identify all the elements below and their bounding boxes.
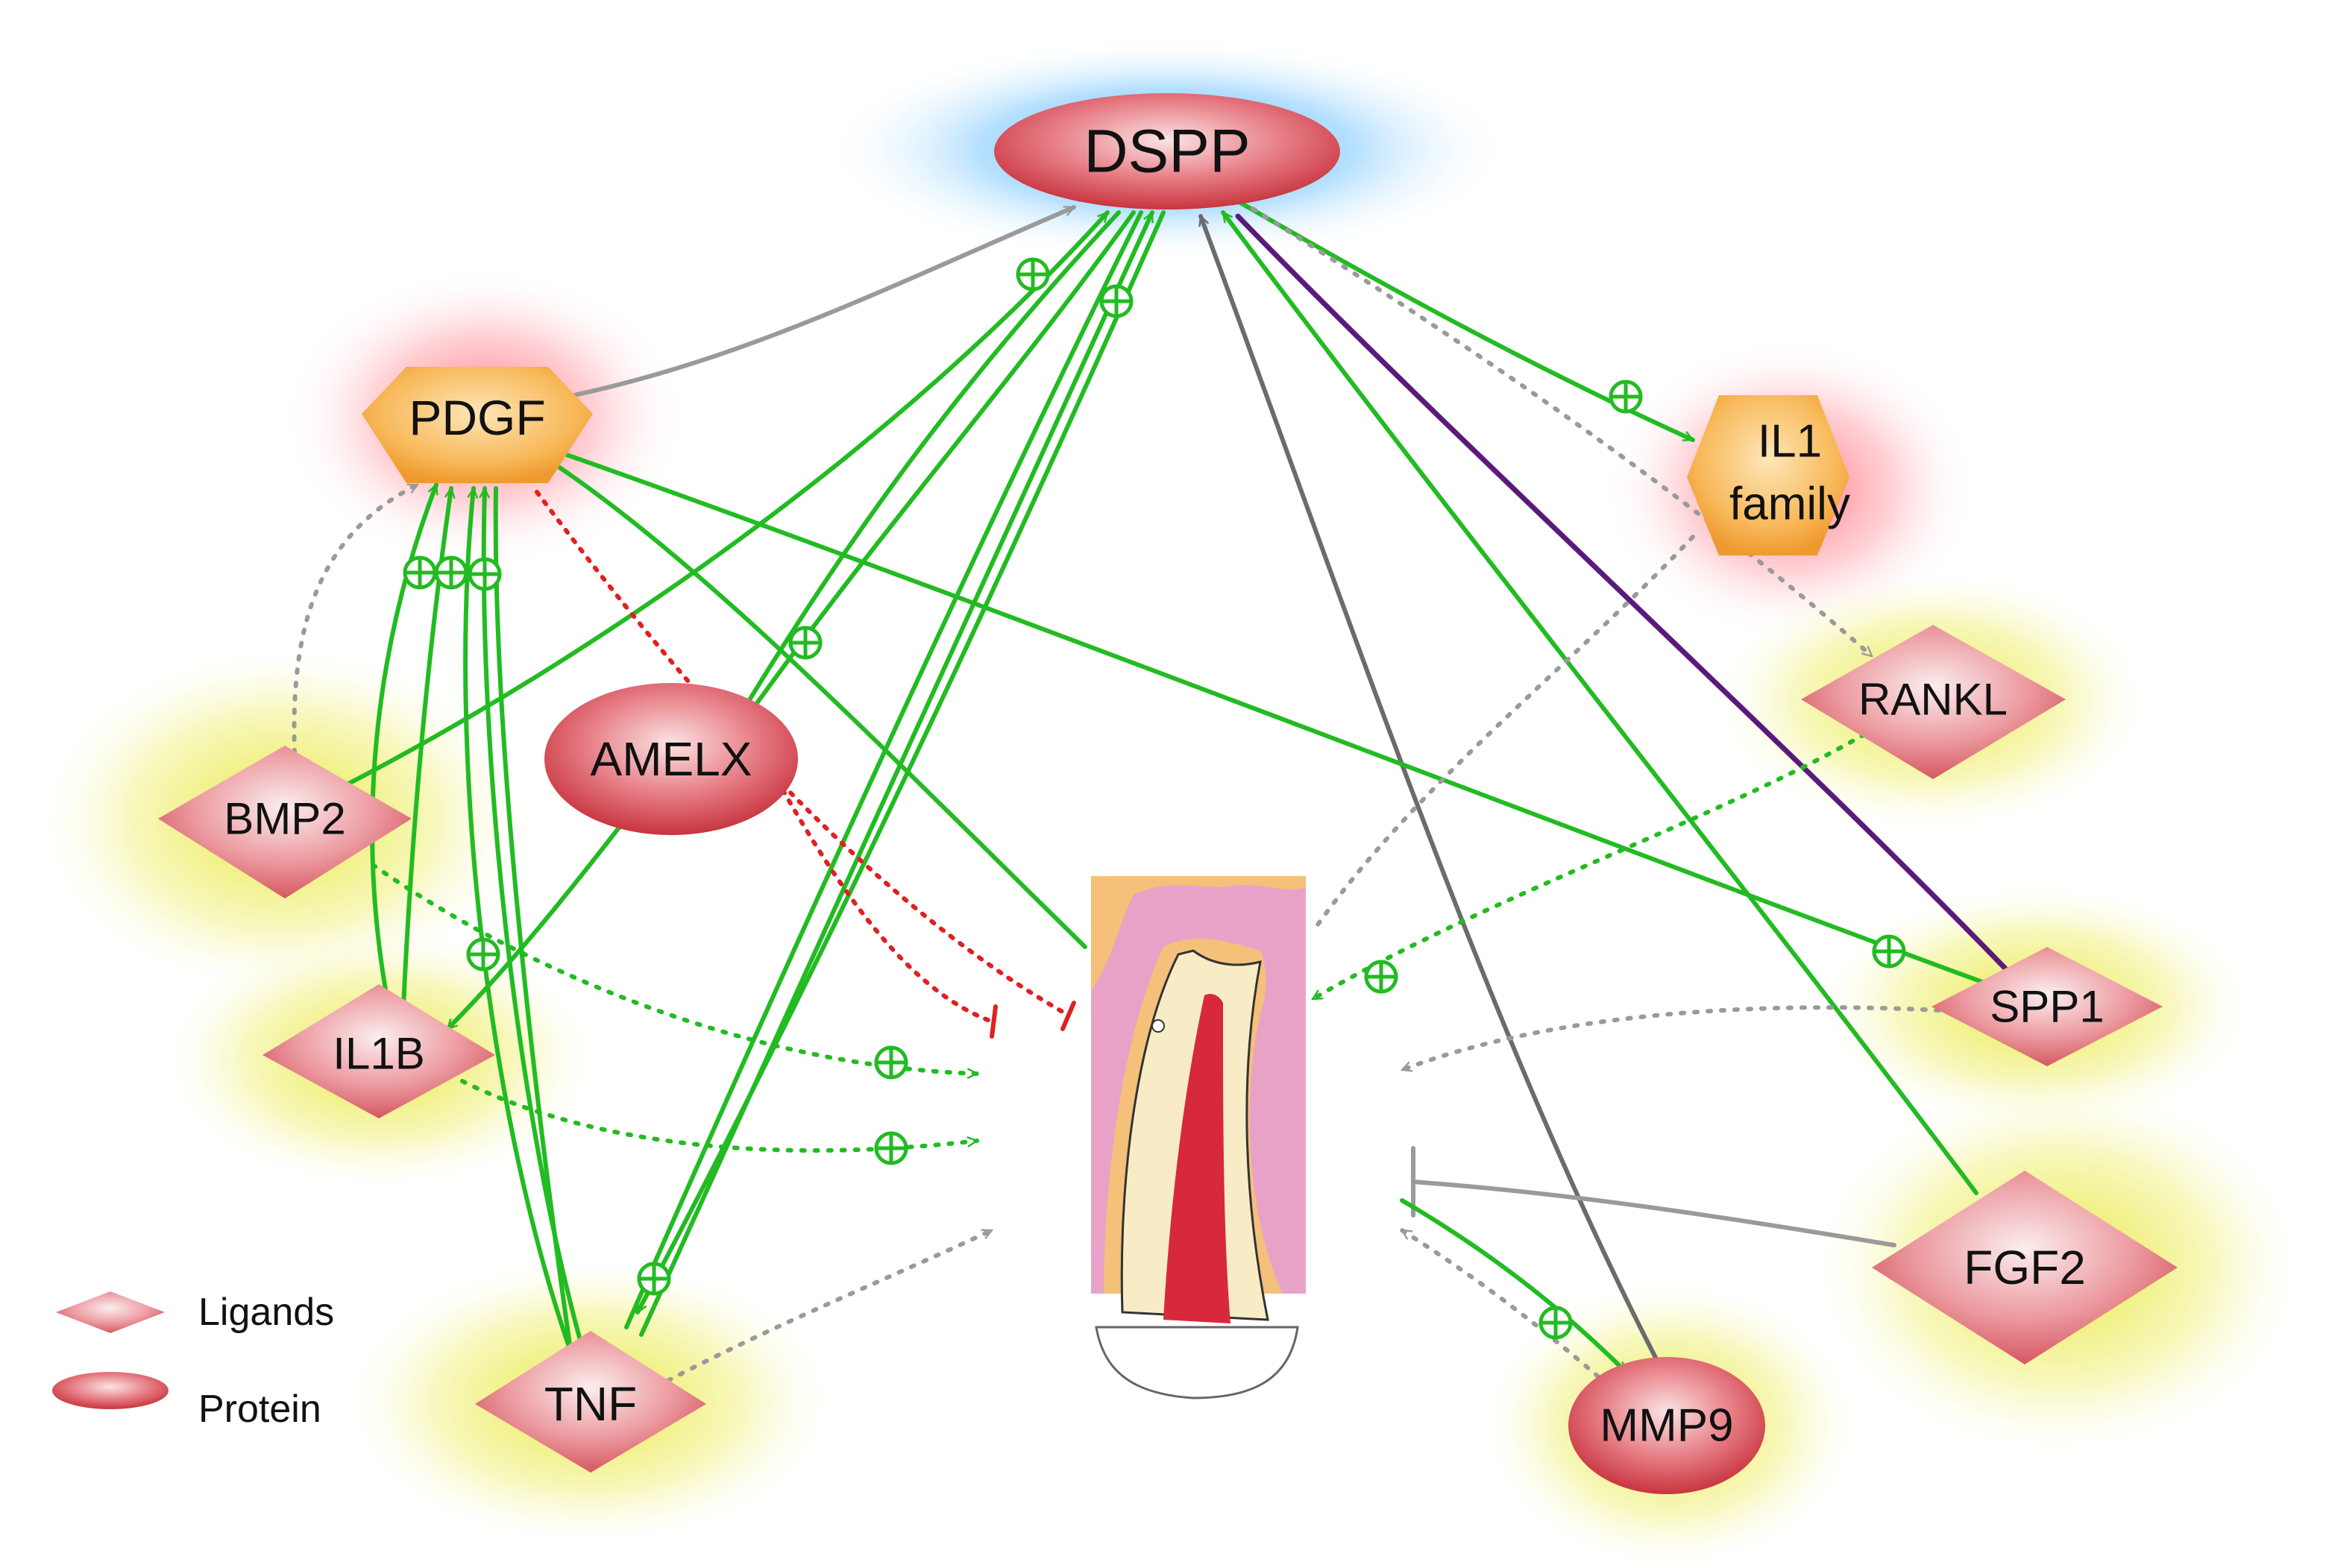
edge-mmp9-tooth [1400, 1228, 1621, 1397]
node-pdgf-label: PDGF [409, 390, 545, 445]
activation-symbols [403, 257, 1906, 1340]
edge-fgf2-dspp [1221, 210, 1978, 1195]
edge-bmp2-pdgf [292, 482, 420, 755]
plus-icon [637, 1262, 671, 1296]
edge-rankl-tooth [1310, 732, 1867, 1001]
plus-icon [466, 937, 500, 972]
edge-spp1-dspp [1235, 213, 2009, 972]
legend: Ligands Protein [52, 1291, 334, 1431]
plus-icon [1538, 1306, 1573, 1340]
node-amelx[interactable]: AMELX [544, 683, 798, 835]
node-dspp-label: DSPP [1084, 118, 1250, 186]
edge-bmp2-tooth [371, 863, 979, 1074]
edge-bmp2-dspp [333, 210, 1110, 793]
edge-tnf-tooth [654, 1228, 994, 1389]
edge-tnf-dspp-1 [624, 210, 1143, 1329]
plus-icon [1099, 284, 1134, 318]
edge-mmp9-dspp [1198, 214, 1665, 1374]
node-dspp[interactable]: DSPP [994, 93, 1340, 210]
legend-protein-label: Protein [198, 1388, 321, 1431]
edge-pdgf-spp1 [565, 453, 2001, 990]
legend-ligands-label: Ligands [198, 1291, 334, 1334]
edge-tnf-pdgf-3 [493, 486, 576, 1378]
edge-pdgf-tooth [550, 460, 1087, 949]
legend-ligand-swatch [56, 1291, 165, 1333]
node-il1b-label: IL1B [333, 1029, 424, 1079]
legend-protein-swatch [52, 1372, 169, 1409]
node-fgf2-label: FGF2 [1964, 1241, 2086, 1294]
node-il1b[interactable]: IL1B [263, 984, 495, 1118]
edge-il1-tooth [1310, 535, 1695, 934]
node-fgf2[interactable]: FGF2 [1872, 1171, 2178, 1364]
node-il1-family[interactable]: IL1 family [1687, 395, 1850, 555]
edge-tnf-dspp-2 [639, 210, 1154, 1337]
node-mmp9[interactable]: MMP9 [1568, 1357, 1765, 1494]
node-il1-family-label-line2: family [1729, 479, 1850, 530]
edge-fgf2-tooth [1411, 1180, 1896, 1247]
plus-icon [1016, 257, 1050, 292]
edge-dspp-rankl [1251, 207, 1874, 658]
node-spp1-label: SPP1 [1990, 982, 2104, 1032]
node-bmp2-label: BMP2 [224, 794, 345, 844]
node-bmp2[interactable]: BMP2 [158, 746, 412, 898]
tooth-periodontal-icon [1091, 876, 1306, 1399]
plus-icon [874, 1131, 908, 1165]
node-mmp9-label: MMP9 [1600, 1400, 1733, 1452]
node-amelx-label: AMELX [591, 732, 752, 786]
edge-tnf-pdgf-1 [463, 486, 580, 1374]
plus-icon [1609, 380, 1643, 414]
plus-icon [434, 555, 468, 590]
plus-icon [1872, 934, 1906, 969]
plus-icon [403, 555, 437, 590]
node-rankl[interactable]: RANKL [1801, 625, 2066, 779]
edge-pdgf-dspp [572, 205, 1076, 397]
plus-icon [468, 557, 502, 591]
node-tnf-label: TNF [544, 1377, 637, 1431]
node-rankl-label: RANKL [1858, 675, 2008, 725]
node-tnf[interactable]: TNF [475, 1331, 706, 1473]
edge-spp1-tooth [1400, 1005, 1941, 1072]
node-il1-family-label-line1: IL1 [1758, 416, 1822, 467]
node-pdgf[interactable]: PDGF [362, 367, 593, 483]
edge-amelx-tooth-inhibit [781, 788, 994, 1024]
plus-icon [1364, 960, 1398, 994]
plus-icon [874, 1045, 908, 1080]
node-spp1[interactable]: SPP1 [1931, 947, 2163, 1066]
edge-dspp-tnf [635, 210, 1166, 1314]
edge-tooth-mmp9 [1400, 1198, 1628, 1374]
edge-amelx-il1b [445, 825, 621, 1031]
edge-dspp-amelx [740, 210, 1121, 714]
plus-icon [788, 626, 823, 660]
